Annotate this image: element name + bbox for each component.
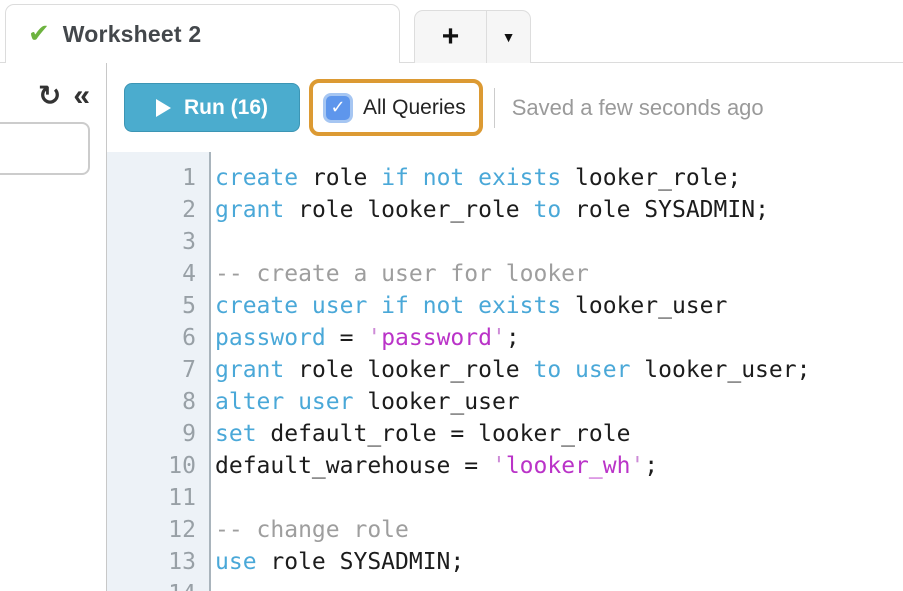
tab-worksheet-2[interactable]: ✔ Worksheet 2 <box>5 4 400 63</box>
worksheet-toolbar: Run (16) ✓ All Queries Saved a few secon… <box>107 63 903 152</box>
checkmark-icon: ✓ <box>330 96 346 118</box>
chevron-down-icon: ▼ <box>501 29 516 45</box>
refresh-icon[interactable]: ↻ <box>37 79 62 112</box>
tab-actions-group: + ▼ <box>414 10 531 63</box>
collapse-sidebar-icon[interactable]: « <box>73 79 90 112</box>
editor-code[interactable]: create role if not exists looker_role;gr… <box>211 152 903 591</box>
line-number: 9 <box>182 421 196 447</box>
line-number: 6 <box>182 325 196 351</box>
line-number: 8 <box>182 389 196 415</box>
sidebar-search-input[interactable] <box>0 122 90 175</box>
run-button[interactable]: Run (16) <box>124 83 300 132</box>
line-number: 13 <box>168 549 196 575</box>
code-line[interactable]: -- create a user for looker <box>215 261 589 287</box>
worksheet-panel: Run (16) ✓ All Queries Saved a few secon… <box>107 63 903 591</box>
sql-editor: 1234567891011121314 create role if not e… <box>107 152 903 591</box>
code-line[interactable]: create user if not exists looker_user <box>215 293 728 319</box>
all-queries-checkbox[interactable]: ✓ <box>323 92 353 123</box>
new-worksheet-button[interactable]: + <box>415 11 487 63</box>
worksheet-menu-button[interactable]: ▼ <box>487 11 530 63</box>
line-number: 2 <box>182 197 196 223</box>
line-number: 4 <box>182 261 196 287</box>
line-number: 1 <box>182 165 196 191</box>
all-queries-label[interactable]: All Queries <box>363 95 466 119</box>
line-number: 12 <box>168 517 196 543</box>
code-line[interactable]: set default_role = looker_role <box>215 421 631 447</box>
line-number: 5 <box>182 293 196 319</box>
line-number: 14 <box>107 578 196 591</box>
toolbar-divider <box>493 87 495 128</box>
line-number: 10 <box>168 453 196 479</box>
worksheet-tab-bar: ✔ Worksheet 2 + ▼ <box>0 0 903 63</box>
code-line[interactable]: -- change role <box>215 517 409 543</box>
code-line[interactable]: create role if not exists looker_role; <box>215 165 742 191</box>
all-queries-highlight-ring: ✓ All Queries <box>309 79 483 136</box>
code-line[interactable]: alter user looker_user <box>215 389 520 415</box>
code-line[interactable]: grant role looker_role to role SYSADMIN; <box>215 197 769 223</box>
saved-status-text: Saved a few seconds ago <box>511 94 764 120</box>
object-sidebar: ↻ « <box>0 63 107 591</box>
line-number: 7 <box>182 357 196 383</box>
code-line[interactable] <box>215 578 903 591</box>
code-line[interactable]: default_warehouse = 'looker_wh'; <box>215 453 659 479</box>
editor-gutter: 1234567891011121314 <box>107 152 211 591</box>
line-number: 3 <box>182 229 196 255</box>
plus-icon: + <box>441 20 460 53</box>
worksheet-saved-check-icon: ✔ <box>28 19 50 49</box>
code-line[interactable] <box>215 482 903 514</box>
code-line[interactable]: password = 'password'; <box>215 325 520 351</box>
code-line[interactable] <box>215 226 903 258</box>
line-number: 11 <box>168 485 196 511</box>
code-line[interactable]: use role SYSADMIN; <box>215 549 465 575</box>
main-content: ↻ « Run (16) ✓ All Queries Saved a few s… <box>0 63 903 591</box>
run-button-label: Run (16) <box>184 95 268 119</box>
play-icon <box>156 98 171 117</box>
worksheet-tab-label: Worksheet 2 <box>62 20 202 47</box>
sidebar-actions: ↻ « <box>0 63 106 111</box>
code-line[interactable]: grant role looker_role to user looker_us… <box>215 357 811 383</box>
